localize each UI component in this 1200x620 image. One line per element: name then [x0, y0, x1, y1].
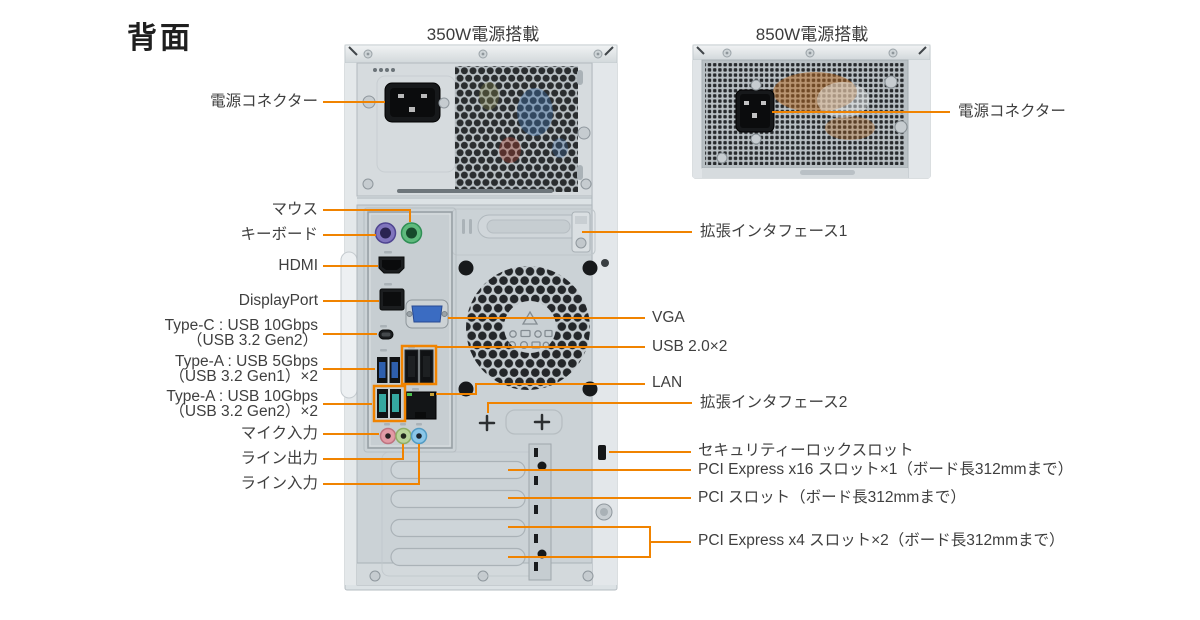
- label-keyboard: キーボード: [240, 226, 318, 243]
- label-pci: PCI スロット（ボード長312mmまで）: [698, 489, 966, 506]
- expansion-slot-covers: [381, 443, 552, 581]
- usb-a-5gbps-ports: [377, 357, 400, 383]
- label-pcie-x4: PCI Express x4 スロット×2（ボード長312mmまで）: [698, 532, 1065, 549]
- highlight-box-usb20: [400, 344, 438, 386]
- ps2-mouse-port: [400, 222, 423, 244]
- label-usb-c-line1: Type-C : USB 10Gbps: [164, 317, 318, 334]
- displayport-port: [379, 288, 405, 311]
- lan-port: [404, 391, 437, 420]
- hdmi-port: [378, 256, 405, 274]
- label-mic-in: マイク入力: [240, 425, 318, 442]
- label-usb-a5-line2: （USB 3.2 Gen1）×2: [169, 368, 318, 385]
- label-displayport: DisplayPort: [238, 292, 318, 309]
- line-in-jack: [410, 427, 428, 445]
- label-security-lock: セキュリティーロックスロット: [698, 442, 914, 459]
- leader-mouse: [323, 209, 411, 222]
- psu-850-caption: 850W電源搭載: [755, 25, 869, 44]
- tower-rear-illustration: [340, 44, 618, 591]
- vga-port: [405, 299, 449, 329]
- psu-850-illustration: [692, 44, 931, 179]
- strip-hole: [601, 259, 609, 267]
- label-usb20: USB 2.0×2: [652, 338, 728, 355]
- expansion-interface-1: [451, 208, 596, 256]
- label-usb-c: Type-C : USB 10Gbps （USB 3.2 Gen2）: [164, 317, 318, 349]
- leader-lan: [436, 383, 645, 395]
- ps2-keyboard-port: [374, 222, 397, 244]
- label-pcie-x16: PCI Express x16 スロット×1（ボード長312mmまで）: [698, 461, 1074, 478]
- leader-line-out: [323, 444, 404, 460]
- label-vga: VGA: [652, 309, 685, 326]
- label-expansion1: 拡張インタフェース1: [700, 223, 848, 240]
- label-lan: LAN: [652, 374, 683, 391]
- label-usb-a10: Type-A : USB 10Gbps （USB 3.2 Gen2）×2: [166, 388, 318, 420]
- psu-350-area: [356, 62, 593, 197]
- highlight-box-usb-a10: [372, 384, 407, 423]
- label-line-out: ライン出力: [240, 450, 318, 467]
- label-usb-a5: Type-A : USB 5Gbps （USB 3.2 Gen1）×2: [169, 353, 318, 385]
- label-power-connector-850: 電源コネクター: [958, 103, 1066, 120]
- label-line-in: ライン入力: [240, 475, 318, 492]
- top-screws: [363, 49, 603, 59]
- leader-pcie-x4: [508, 526, 691, 558]
- io-panel: [363, 207, 457, 453]
- usb-20-ports: [404, 349, 434, 384]
- leader-lines: [323, 101, 950, 558]
- leader-expansion2: [487, 402, 692, 413]
- label-usb-a10-line1: Type-A : USB 10Gbps: [166, 388, 318, 405]
- expansion-interface-2: [478, 409, 563, 435]
- fan-grille: [458, 260, 598, 397]
- psu-350-caption: 350W電源搭載: [426, 25, 540, 44]
- label-hdmi: HDMI: [278, 257, 318, 274]
- label-usb-a5-line1: Type-A : USB 5Gbps: [174, 353, 318, 370]
- ac-inlet-850: [735, 89, 775, 133]
- leader-line-in: [323, 444, 420, 485]
- ac-inlet-350: [384, 82, 441, 123]
- label-usb-c-line2: （USB 3.2 Gen2）: [187, 332, 318, 349]
- label-power-connector-350: 電源コネクター: [210, 93, 318, 110]
- page-title: 背面: [127, 22, 193, 55]
- usb-c-port: [378, 329, 394, 340]
- line-out-jack: [395, 427, 412, 445]
- mic-in-jack: [379, 427, 397, 445]
- thumbscrew: [595, 503, 613, 521]
- usb-a-10gbps-ports: [377, 389, 401, 418]
- label-usb-a10-line2: （USB 3.2 Gen2）×2: [169, 403, 318, 420]
- label-mouse: マウス: [271, 201, 318, 218]
- security-lock-slot: [598, 445, 606, 460]
- label-expansion2: 拡張インタフェース2: [700, 394, 848, 411]
- side-handle: [340, 251, 358, 399]
